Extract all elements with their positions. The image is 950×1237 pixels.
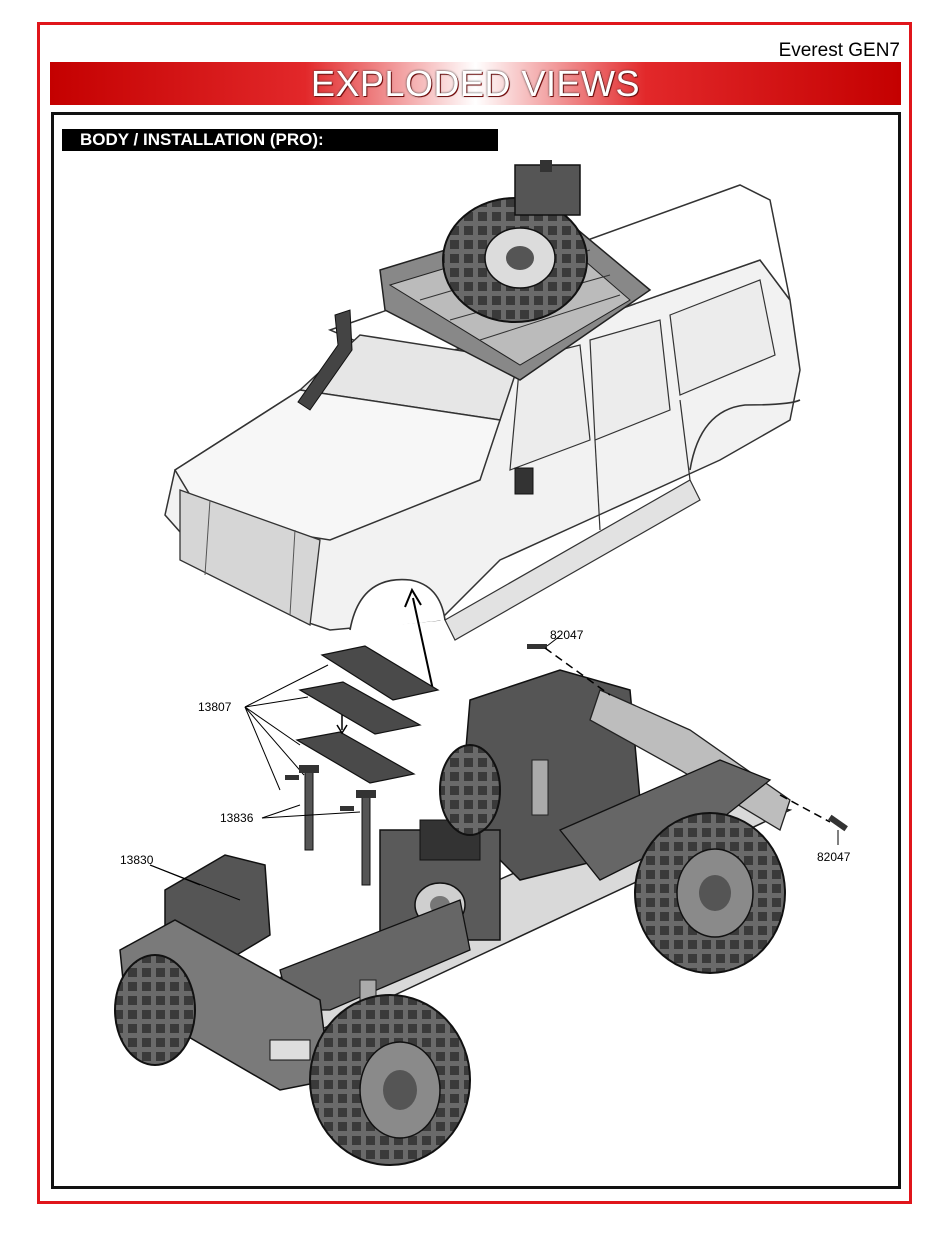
banner-title: EXPLODED VIEWS bbox=[311, 63, 640, 105]
title-banner: EXPLODED VIEWS bbox=[50, 62, 901, 105]
model-name: Everest GEN7 bbox=[779, 40, 900, 62]
jerry-can bbox=[515, 160, 580, 215]
pin-82047-bottom bbox=[828, 815, 848, 845]
front-right-wheel bbox=[310, 995, 470, 1165]
spare-tire bbox=[443, 198, 587, 322]
rear-left-wheel bbox=[440, 745, 500, 835]
posts bbox=[285, 765, 376, 885]
label-13830: 13830 bbox=[120, 853, 154, 867]
front-left-wheel bbox=[115, 955, 195, 1065]
label-82047-bottom: 82047 bbox=[817, 850, 851, 864]
label-82047-top: 82047 bbox=[550, 628, 584, 642]
label-13807: 13807 bbox=[198, 700, 232, 714]
rear-right-wheel bbox=[635, 813, 785, 973]
panel-plates bbox=[297, 646, 438, 783]
label-13836: 13836 bbox=[220, 811, 254, 825]
exploded-diagram: 13807 13836 13830 82047 82047 bbox=[54, 115, 898, 1186]
